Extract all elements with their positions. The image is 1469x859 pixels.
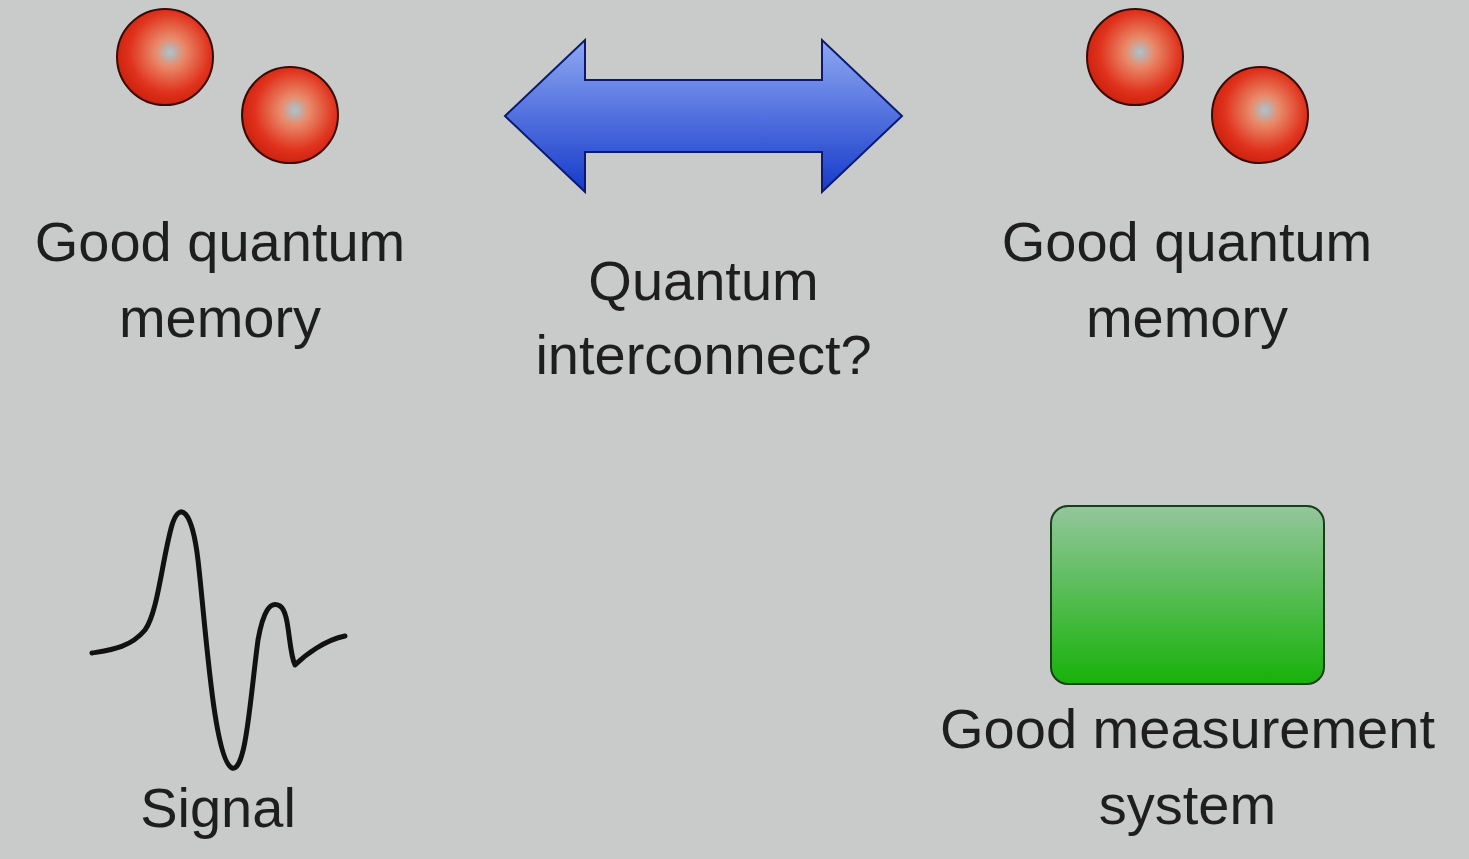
node-label: Good measurement system	[910, 691, 1465, 843]
node-label: Good quantum memory	[5, 204, 435, 356]
node-label: Good quantum memory	[972, 204, 1402, 356]
double-arrow	[505, 40, 902, 192]
signal-label: Signal	[18, 773, 418, 843]
measurement-box-shape	[1050, 505, 1325, 685]
signal-waveform	[92, 512, 345, 768]
edge-label: Quantum interconnect?	[484, 244, 924, 392]
measurement-box: Good measurement system	[910, 505, 1465, 843]
memory-node: Good quantum memory	[5, 5, 435, 356]
memory-node: Good quantum memory	[972, 5, 1402, 356]
